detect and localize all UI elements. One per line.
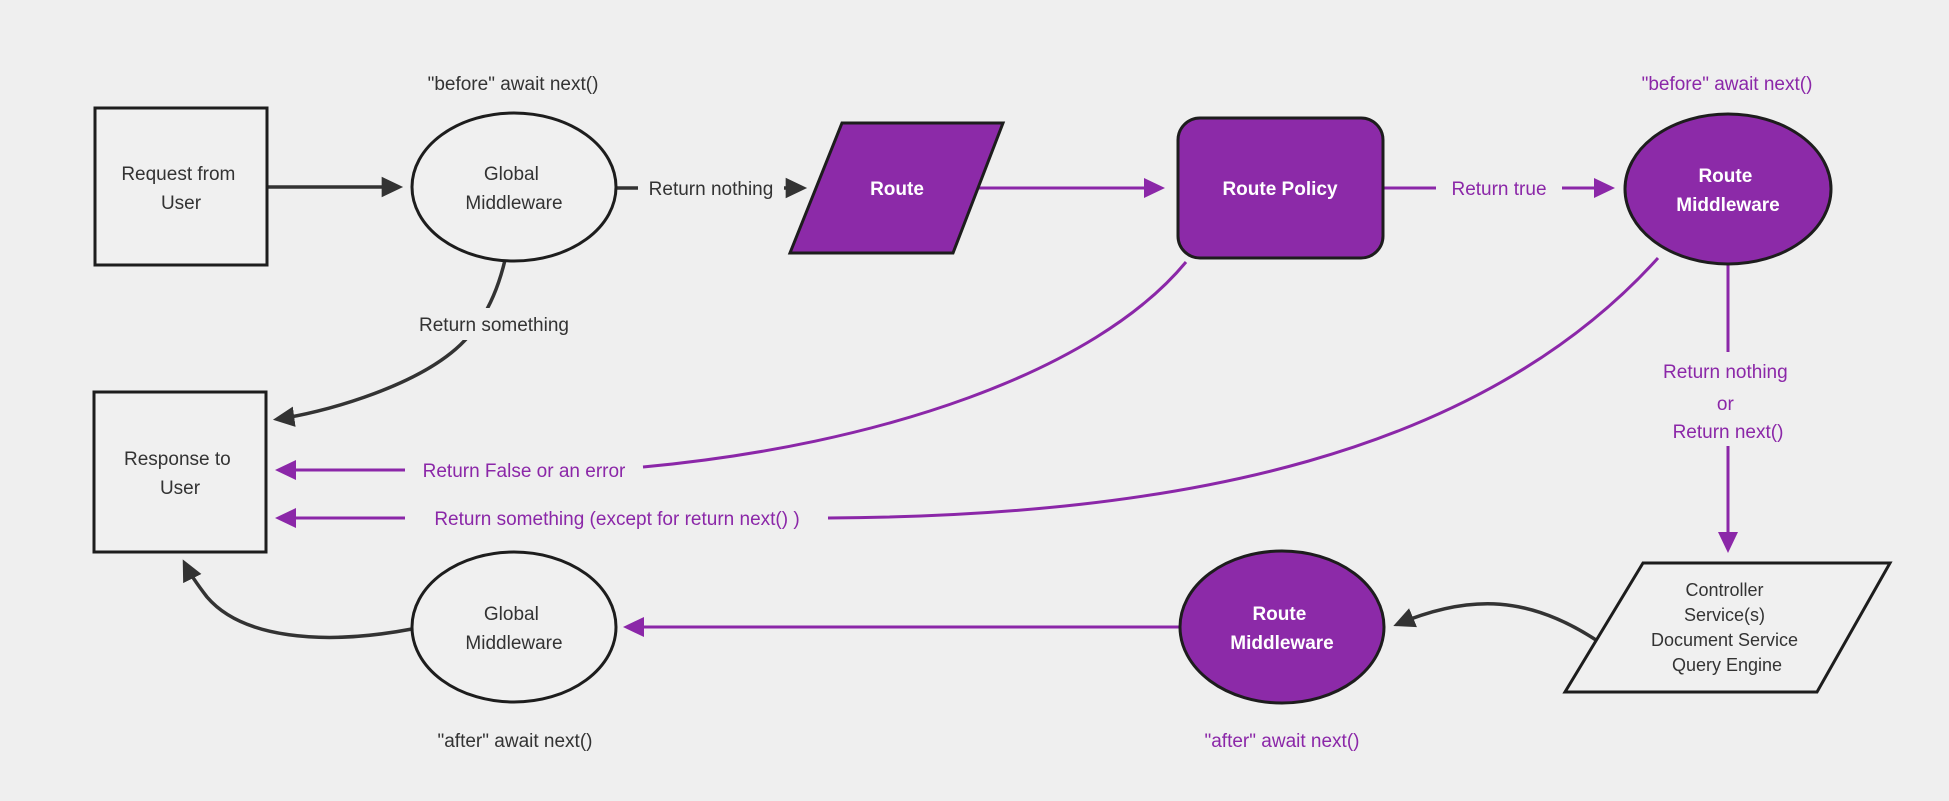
edge-services-to-routemw-bottom	[1393, 602, 1597, 642]
global-middleware-top-node	[410, 111, 618, 263]
edge-global-bottom-to-response	[182, 559, 413, 640]
return-nothing-or-line-1: Return nothing	[1663, 362, 1788, 383]
global-middleware-top-label: Global Middleware	[465, 164, 562, 214]
request-line-1: Request from	[121, 164, 235, 185]
services-label: Controller Service(s) Document Service Q…	[1651, 580, 1803, 675]
return-nothing-label: Return nothing	[649, 179, 774, 200]
after-await-next-global-label: "after" await next()	[438, 731, 593, 752]
global-bottom-line-2: Middleware	[465, 633, 562, 654]
response-line-2: User	[160, 478, 201, 499]
return-false-or-error-label: Return False or an error	[423, 461, 626, 482]
global-middleware-bottom-node	[410, 550, 618, 704]
response-to-user-node	[92, 390, 268, 554]
services-line-4: Query Engine	[1672, 655, 1782, 675]
global-top-line-2: Middleware	[465, 193, 562, 214]
return-true-label: Return true	[1451, 179, 1546, 200]
route-middleware-bottom-node	[1178, 549, 1386, 705]
response-line-1: Response to	[124, 449, 231, 470]
before-await-next-route-label: "before" await next()	[1642, 74, 1813, 95]
request-from-user-label: Request from User	[121, 164, 240, 214]
return-nothing-or-line-3: Return next()	[1673, 422, 1784, 443]
before-await-next-global-label: "before" await next()	[428, 74, 599, 95]
route-policy-node	[1176, 116, 1385, 260]
routemw-top-line-1: Route	[1698, 166, 1752, 187]
routemw-bottom-line-1: Route	[1252, 604, 1306, 625]
routemw-bottom-line-2: Middleware	[1230, 633, 1333, 654]
route-middleware-top-node	[1623, 112, 1833, 266]
global-top-line-1: Global	[484, 164, 539, 185]
after-await-next-route-label: "after" await next()	[1205, 731, 1360, 752]
services-line-1: Controller	[1685, 580, 1763, 600]
route-node	[787, 121, 1006, 255]
edge-global-to-response-return-something	[272, 259, 507, 427]
global-bottom-line-1: Global	[484, 604, 539, 625]
return-nothing-or-next-label: Return nothing or Return next()	[1663, 362, 1793, 443]
services-line-3: Document Service	[1651, 630, 1798, 650]
return-something-label: Return something	[419, 315, 569, 336]
global-middleware-bottom-label: Global Middleware	[465, 604, 562, 654]
route-middleware-top-label: Route Middleware	[1676, 166, 1779, 216]
edge-policy-return-false-curve	[642, 261, 1188, 469]
response-to-user-label: Response to User	[124, 449, 236, 499]
edge-routemw-return-something-curve	[827, 256, 1660, 520]
return-something-except-label: Return something (except for return next…	[434, 509, 799, 530]
request-line-2: User	[161, 193, 202, 214]
return-something-label-background	[408, 308, 580, 340]
return-nothing-or-line-2: or	[1717, 394, 1735, 415]
route-label: Route	[870, 179, 924, 200]
services-node	[1562, 561, 1893, 694]
route-middleware-bottom-label: Route Middleware	[1230, 604, 1333, 654]
routemw-top-line-2: Middleware	[1676, 195, 1779, 216]
route-policy-label: Route Policy	[1222, 179, 1338, 200]
request-from-user-node	[93, 106, 269, 267]
services-line-2: Service(s)	[1684, 605, 1765, 625]
